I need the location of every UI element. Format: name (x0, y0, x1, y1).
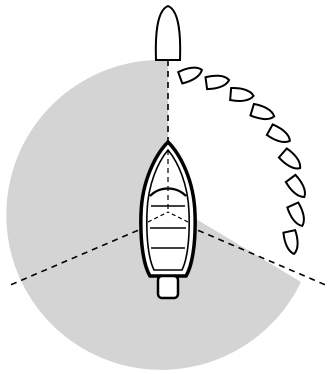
console-seam-left (147, 211, 169, 223)
distant-boat-icon (154, 4, 182, 61)
console-seam-right (167, 211, 189, 223)
arc-boat-icon (249, 102, 276, 121)
arc-boat-icon (286, 201, 305, 228)
arc-boat-icon (282, 229, 299, 256)
arc-boat-icon (265, 123, 291, 144)
port-dashed-line (7, 225, 149, 287)
arc-of-boats (176, 66, 306, 256)
arc-boat-icon (277, 147, 302, 170)
main-boat-inner-hull (146, 148, 190, 271)
outboard-motor-icon (156, 274, 180, 300)
arc-boat-icon (204, 74, 231, 91)
sector-boundaries (7, 60, 329, 287)
starboard-dashed-line (187, 225, 329, 287)
main-boat-icon (139, 139, 197, 300)
arc-boat-icon (176, 66, 204, 85)
arc-boat-icon (229, 87, 255, 102)
arc-boat-icon (284, 173, 306, 198)
